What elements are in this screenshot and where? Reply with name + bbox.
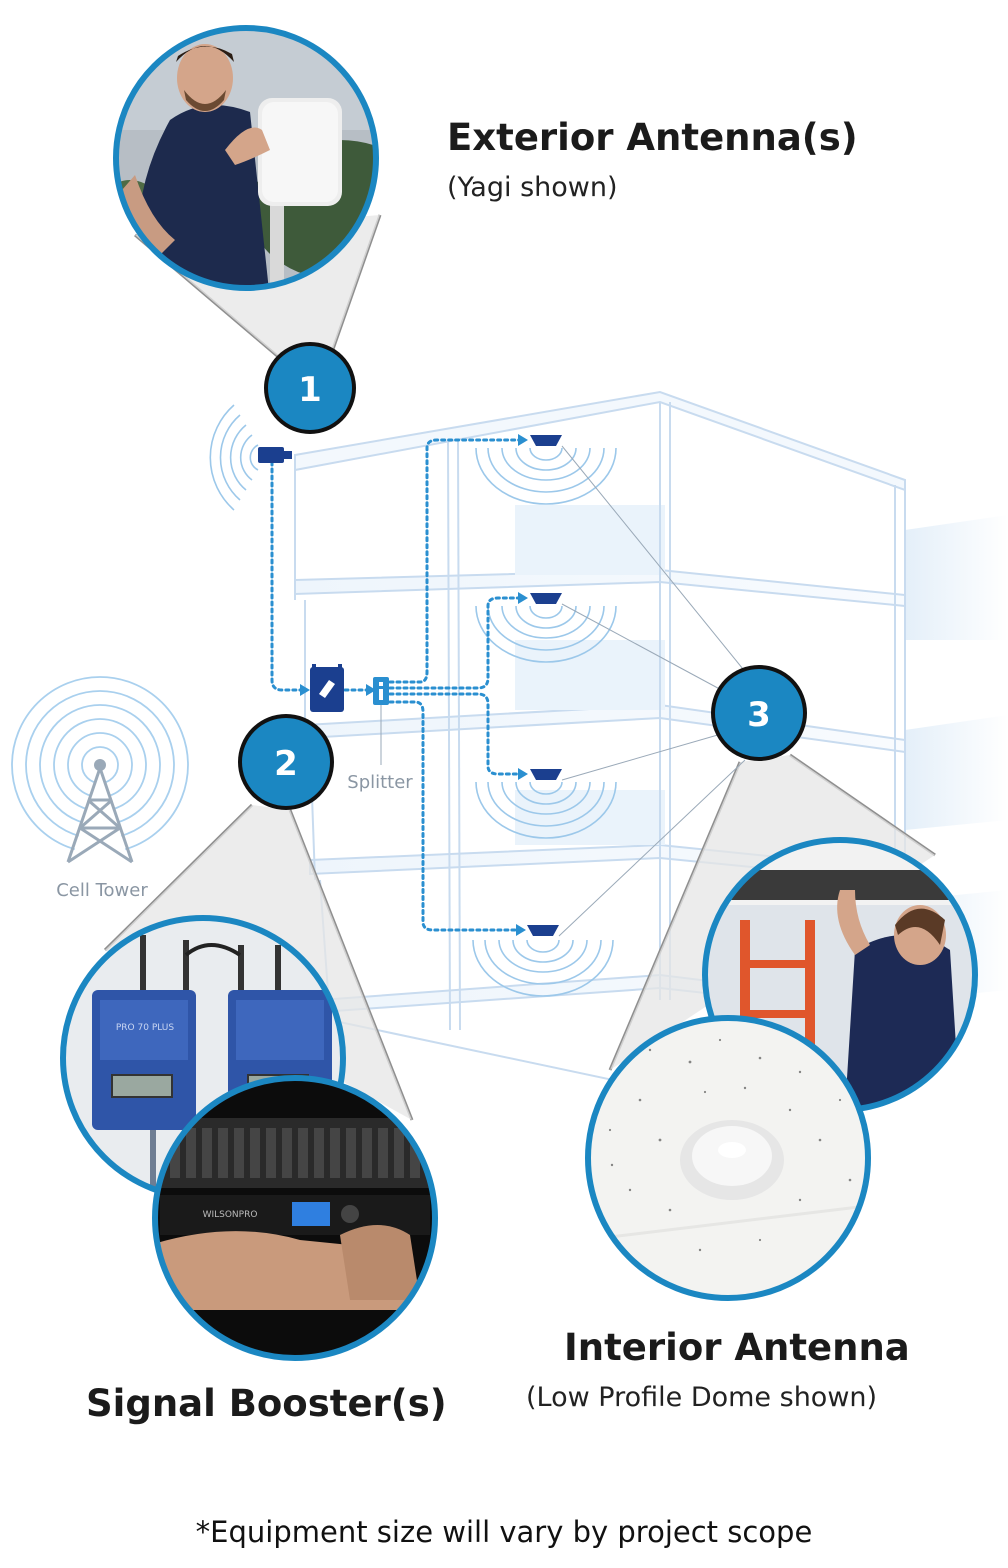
- splitter-icon: [373, 677, 389, 765]
- signal-booster-icon: [310, 664, 344, 712]
- photo-dome-ceiling: [585, 1015, 871, 1301]
- marker-2-label: 2: [274, 744, 298, 784]
- footnote: *Equipment size will vary by project sco…: [195, 1515, 813, 1549]
- interior-antenna-title: Interior Antenna: [564, 1326, 910, 1369]
- photo-exterior-antenna: [113, 25, 379, 291]
- booster-model-label: PRO 70 PLUS: [116, 1023, 175, 1033]
- marker-1-label: 1: [298, 370, 322, 410]
- interior-antenna-subtitle: (Low Profile Dome shown): [526, 1382, 878, 1413]
- exterior-antenna-waves: [209, 404, 259, 511]
- exterior-antenna-subtitle: (Yagi shown): [447, 172, 618, 203]
- dome-waves: [472, 447, 617, 997]
- marker-1: 1: [264, 342, 356, 434]
- dome-antenna-icon: [527, 435, 562, 936]
- dome-leader-lines: [558, 445, 761, 937]
- marker-3: 3: [711, 665, 807, 761]
- cell-tower-label: Cell Tower: [56, 880, 148, 901]
- exterior-antenna-title: Exterior Antenna(s): [447, 116, 858, 159]
- marker-2: 2: [238, 714, 334, 810]
- signal-booster-title: Signal Booster(s): [86, 1382, 447, 1425]
- yagi-antenna-icon: [258, 447, 292, 463]
- rack-brand-label: WILSONPRO: [203, 1210, 258, 1220]
- photo-rack-booster: [152, 1075, 438, 1361]
- splitter-label: Splitter: [347, 772, 413, 793]
- cable-arrowheads: [300, 434, 528, 936]
- marker-3-label: 3: [747, 695, 771, 735]
- cell-tower-icon: [11, 676, 189, 865]
- cable-runs: [270, 438, 522, 932]
